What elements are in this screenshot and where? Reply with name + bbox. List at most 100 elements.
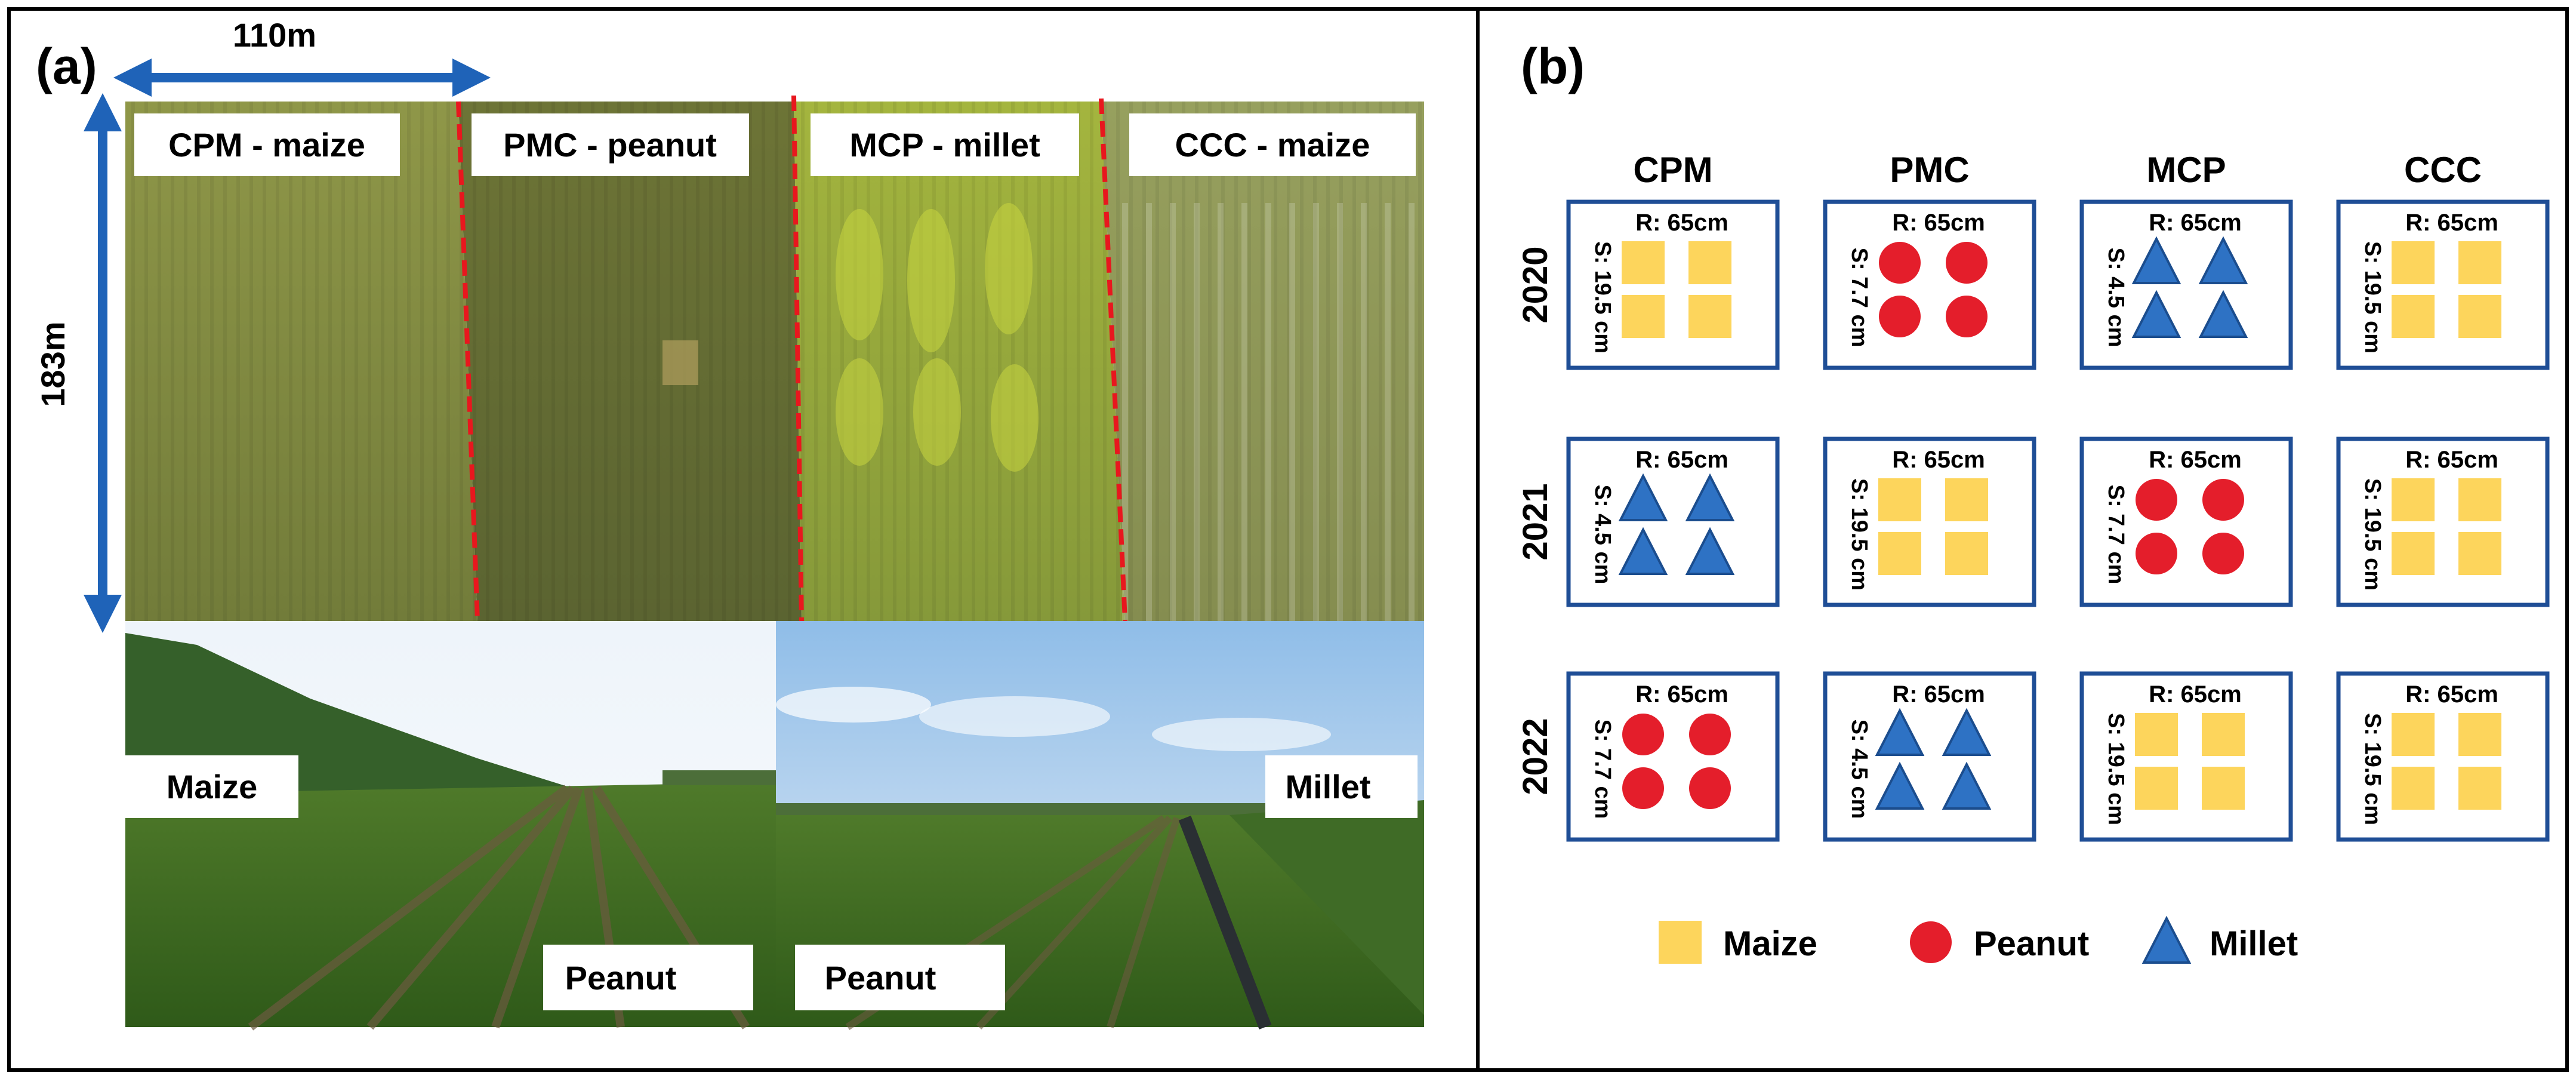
circle-icon — [1622, 767, 1664, 809]
row-spacing-label: R: 65cm — [1635, 210, 1728, 236]
plant-spacing-label: S: 7.7 cm — [2103, 485, 2128, 585]
circle-icon — [1879, 296, 1921, 337]
square-icon — [2458, 295, 2501, 338]
mcp-patches — [836, 203, 1039, 472]
circle-icon — [2136, 533, 2177, 574]
strip-divider-1 — [456, 101, 480, 622]
square-icon — [2458, 767, 2501, 810]
strip-label-pmc: PMC - peanut — [472, 113, 749, 176]
panel-b-label: (b) — [1521, 38, 1585, 94]
cell-box — [2336, 199, 2550, 370]
legend-label-millet: Millet — [2210, 924, 2298, 963]
circle-icon — [1622, 714, 1664, 755]
column-header-pmc: PMC — [1890, 150, 1969, 190]
legend-item-maize: Maize — [1659, 921, 1817, 964]
row-spacing-label: R: 65cm — [2149, 447, 2242, 473]
square-icon — [2458, 241, 2501, 284]
strip-divider-3 — [1099, 98, 1127, 622]
field-photo-left: Maize Peanut — [125, 621, 776, 1031]
square-icon — [1945, 478, 1988, 521]
triangle-icon — [1875, 761, 1925, 810]
year-label-2020: 2020 — [1516, 246, 1555, 323]
label-peanut-left-bg — [543, 945, 753, 1010]
strip-divider-2 — [791, 95, 804, 622]
plant-spacing-label: S: 4.5 cm — [1847, 720, 1872, 819]
ccc-row-texture — [1116, 203, 1424, 621]
triangle-icon — [1685, 473, 1735, 521]
square-icon — [1688, 295, 1731, 338]
square-icon — [2458, 532, 2501, 575]
circle-icon — [1689, 767, 1731, 809]
legend: Maize Peanut Millet — [1659, 915, 2298, 964]
label-peanut-right-bg — [795, 945, 1005, 1010]
cell-box — [2336, 436, 2550, 607]
square-icon — [1945, 532, 1988, 575]
square-icon — [2202, 713, 2245, 756]
aerial-image: CPM - maize PMC - peanut MCP - millet CC… — [125, 95, 1424, 622]
svg-text:CPM - maize: CPM - maize — [168, 126, 365, 164]
svg-text:CCC - maize: CCC - maize — [1175, 126, 1370, 164]
millet-wall-right — [1230, 800, 1424, 1015]
cell-pmc-2022: R: 65cm S: 4.5 cm — [1823, 671, 2036, 842]
cell-box — [1566, 436, 1780, 607]
triangle-icon — [1942, 761, 1992, 810]
row-spacing-label: R: 65cm — [1635, 447, 1728, 473]
year-labels: 2020 2021 2022 — [1516, 246, 1555, 795]
triangle-icon — [1685, 527, 1735, 575]
panel-a: (a) — [34, 16, 1424, 1031]
label-peanut-left: Peanut — [565, 959, 677, 997]
triangle-icon — [2131, 236, 2181, 284]
circle-icon — [2202, 533, 2244, 574]
plant-spacing-label: S: 19.5 cm — [2360, 478, 2385, 591]
legend-item-peanut: Peanut — [1910, 921, 2089, 963]
circle-icon — [1689, 714, 1731, 755]
cell-mcp-2022: R: 65cm S: 19.5 cm — [2079, 671, 2293, 842]
circle-icon — [2202, 479, 2244, 521]
label-maize: Maize — [167, 768, 258, 806]
panel-a-label: (a) — [36, 38, 97, 94]
label-millet-bg — [1265, 755, 1418, 818]
cell-box — [2079, 436, 2293, 607]
row-spacing-label: R: 65cm — [2149, 210, 2242, 236]
legend-item-millet: Millet — [2141, 915, 2298, 964]
square-icon — [2392, 241, 2435, 284]
square-icon — [1878, 532, 1921, 575]
square-icon — [2392, 295, 2435, 338]
column-header-cpm: CPM — [1633, 150, 1712, 190]
cell-mcp-2020: R: 65cm S: 4.5 cm — [2079, 199, 2293, 370]
svg-text:PMC - peanut: PMC - peanut — [503, 126, 717, 164]
row-spacing-label: R: 65cm — [1892, 681, 1985, 708]
triangle-icon — [1618, 473, 1668, 521]
cell-box — [1823, 199, 2036, 370]
row-spacing-label: R: 65cm — [2405, 681, 2498, 708]
plant-spacing-label: S: 4.5 cm — [2103, 248, 2128, 348]
column-header-ccc: CCC — [2404, 150, 2482, 190]
cell-box — [2079, 199, 2293, 370]
plant-spacing-label: S: 19.5 cm — [2103, 713, 2128, 825]
outer-frame — [7, 7, 2569, 1072]
row-spacing-label: R: 65cm — [2405, 447, 2498, 473]
square-icon — [2135, 713, 2178, 756]
cell-box — [1823, 671, 2036, 842]
square-icon — [2392, 713, 2435, 756]
row-spacing-label: R: 65cm — [2149, 681, 2242, 708]
square-icon — [2135, 767, 2178, 810]
field-photo-right: Millet Peanut — [776, 621, 1424, 1031]
year-label-2022: 2022 — [1516, 718, 1555, 795]
square-icon — [2458, 713, 2501, 756]
year-label-2021: 2021 — [1516, 483, 1555, 560]
label-peanut-right: Peanut — [825, 959, 936, 997]
label-maize-bg — [125, 755, 298, 818]
circle-icon — [1946, 296, 1988, 337]
legend-label-maize: Maize — [1723, 924, 1817, 963]
label-millet: Millet — [1285, 768, 1370, 806]
plant-spacing-label: S: 19.5 cm — [1847, 478, 1872, 591]
square-icon — [2392, 767, 2435, 810]
strip-label-ccc: CCC - maize — [1129, 113, 1416, 176]
